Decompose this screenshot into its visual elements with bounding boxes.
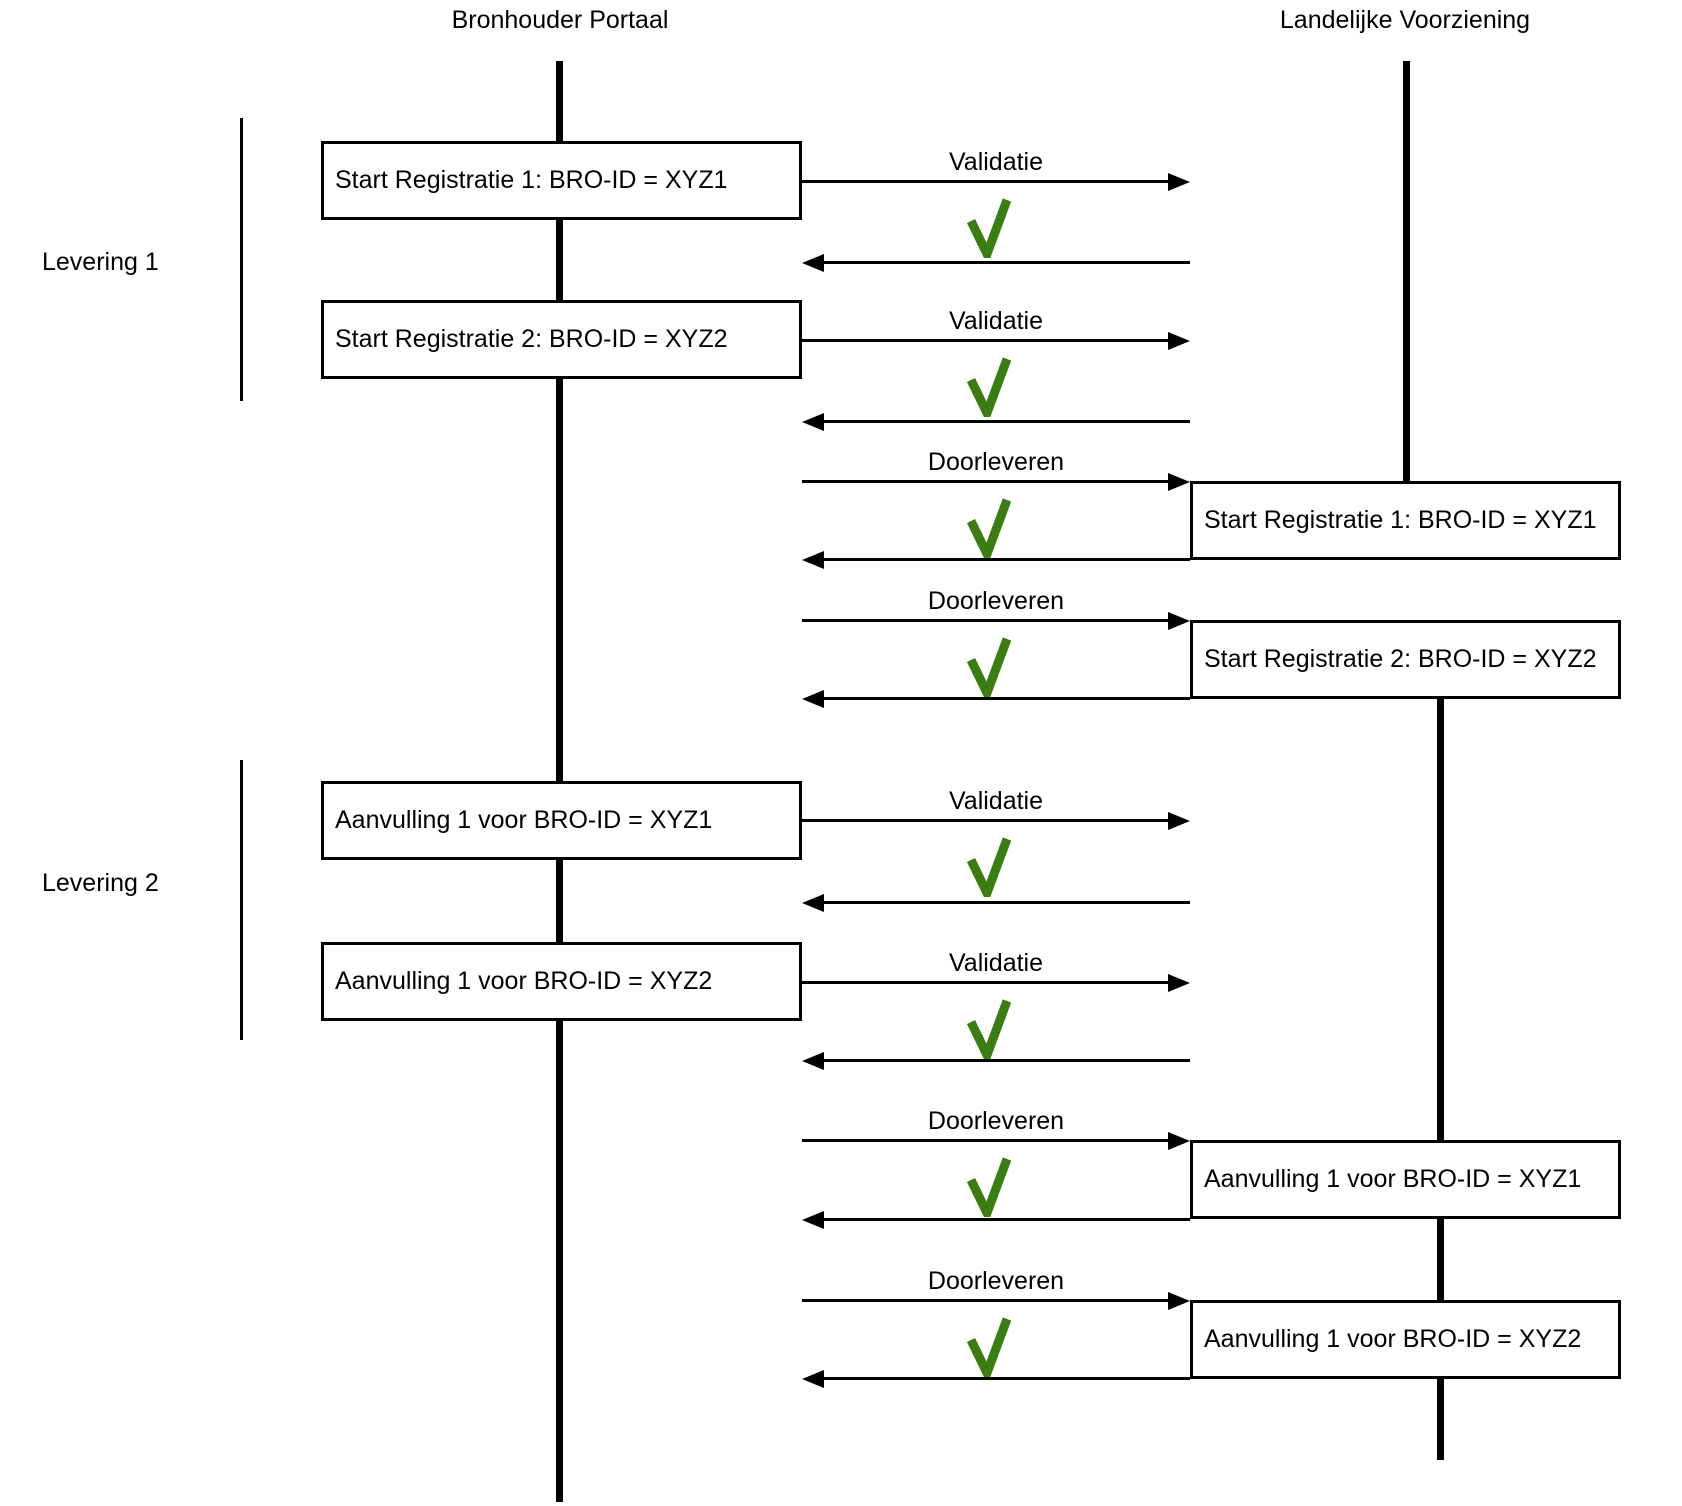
response-arrow-line	[824, 697, 1190, 700]
check-icon	[967, 999, 1011, 1059]
response-arrowhead-icon	[802, 551, 824, 569]
check-icon	[967, 1157, 1011, 1217]
check-icon	[967, 1317, 1011, 1377]
request-arrowhead-icon	[1168, 1132, 1190, 1150]
check-icon	[967, 837, 1011, 897]
check-icon	[967, 498, 1011, 558]
response-arrow-line	[824, 1377, 1190, 1380]
request-arrow-line	[802, 819, 1170, 822]
check-icon	[967, 637, 1011, 697]
request-arrow-line	[802, 981, 1170, 984]
request-arrow-line	[802, 180, 1170, 183]
response-arrow-line	[824, 1059, 1190, 1062]
request-arrowhead-icon	[1168, 1292, 1190, 1310]
response-arrowhead-icon	[802, 1211, 824, 1229]
message-box-aanvulling-1-xyz1: Aanvulling 1 voor BRO-ID = XYZ1	[321, 781, 802, 860]
request-label: Validatie	[948, 787, 1044, 815]
lifeline-landelijke-voorziening-upper	[1403, 61, 1410, 481]
request-label: Doorleveren	[927, 448, 1065, 476]
request-arrow-line	[802, 619, 1170, 622]
message-box-lv-aanvulling-1-xyz1: Aanvulling 1 voor BRO-ID = XYZ1	[1190, 1140, 1621, 1219]
request-label: Doorleveren	[927, 1107, 1065, 1135]
response-arrowhead-icon	[802, 690, 824, 708]
message-box-start-registratie-2: Start Registratie 2: BRO-ID = XYZ2	[321, 300, 802, 379]
request-arrowhead-icon	[1168, 473, 1190, 491]
request-arrowhead-icon	[1168, 974, 1190, 992]
actor-title-bronhouder-portaal: Bronhouder Portaal	[451, 6, 669, 34]
request-arrowhead-icon	[1168, 332, 1190, 350]
request-label: Validatie	[948, 148, 1044, 176]
response-arrow-line	[824, 261, 1190, 264]
levering-1-bracket	[240, 118, 243, 401]
section-label-levering-1: Levering 1	[42, 248, 159, 276]
request-arrowhead-icon	[1168, 612, 1190, 630]
response-arrow-line	[824, 901, 1190, 904]
request-arrow-line	[802, 1139, 1170, 1142]
message-box-lv-start-registratie-1: Start Registratie 1: BRO-ID = XYZ1	[1190, 481, 1621, 560]
response-arrowhead-icon	[802, 1370, 824, 1388]
response-arrowhead-icon	[802, 1052, 824, 1070]
actor-title-landelijke-voorziening: Landelijke Voorziening	[1279, 6, 1531, 34]
message-box-aanvulling-1-xyz2: Aanvulling 1 voor BRO-ID = XYZ2	[321, 942, 802, 1021]
section-label-levering-2: Levering 2	[42, 869, 159, 897]
lifeline-landelijke-voorziening-lower	[1437, 698, 1444, 1460]
message-box-lv-aanvulling-1-xyz2: Aanvulling 1 voor BRO-ID = XYZ2	[1190, 1300, 1621, 1379]
response-arrow-line	[824, 1218, 1190, 1221]
response-arrowhead-icon	[802, 894, 824, 912]
request-label: Validatie	[948, 949, 1044, 977]
request-arrow-line	[802, 480, 1170, 483]
levering-2-bracket	[240, 760, 243, 1040]
response-arrow-line	[824, 420, 1190, 423]
request-label: Doorleveren	[927, 1267, 1065, 1295]
response-arrow-line	[824, 558, 1190, 561]
request-arrowhead-icon	[1168, 812, 1190, 830]
response-arrowhead-icon	[802, 254, 824, 272]
message-box-start-registratie-1: Start Registratie 1: BRO-ID = XYZ1	[321, 141, 802, 220]
check-icon	[967, 357, 1011, 417]
response-arrowhead-icon	[802, 413, 824, 431]
request-label: Doorleveren	[927, 587, 1065, 615]
check-icon	[967, 198, 1011, 258]
request-arrowhead-icon	[1168, 173, 1190, 191]
message-box-lv-start-registratie-2: Start Registratie 2: BRO-ID = XYZ2	[1190, 620, 1621, 699]
request-label: Validatie	[948, 307, 1044, 335]
request-arrow-line	[802, 339, 1170, 342]
request-arrow-line	[802, 1299, 1170, 1302]
